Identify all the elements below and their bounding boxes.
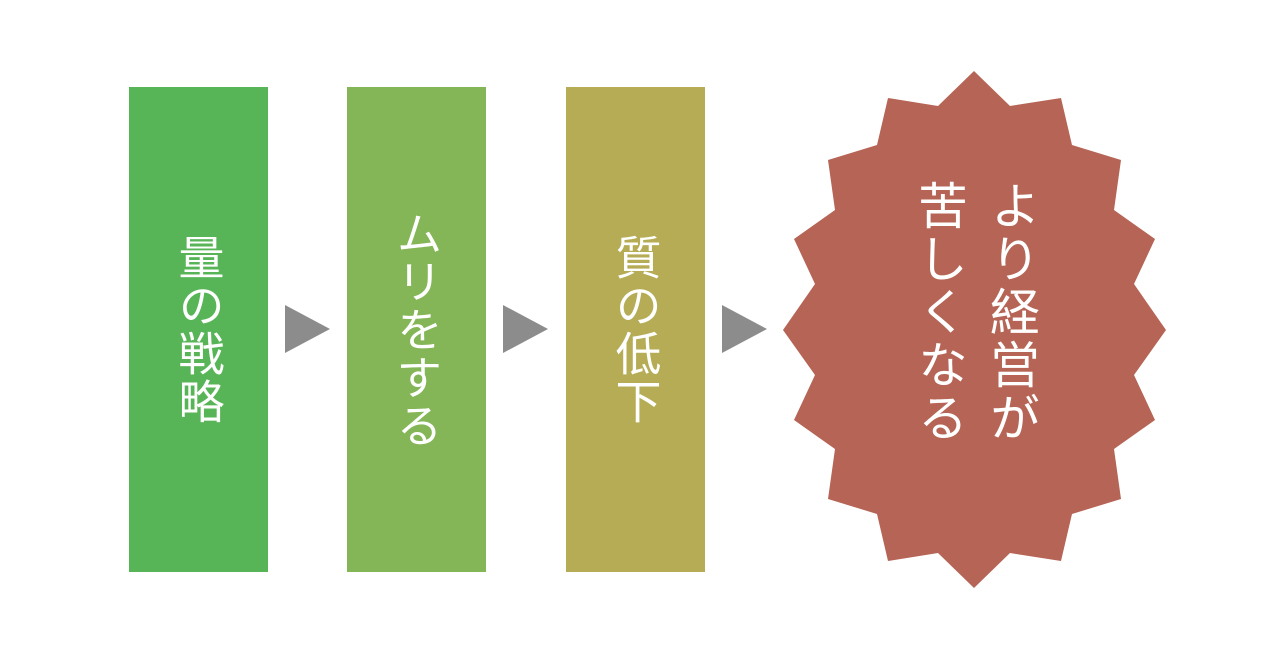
result-line-1: より経営が: [982, 180, 1040, 445]
step-label: 量の戦略: [171, 233, 226, 426]
arrow-icon: [722, 305, 767, 353]
step-label: ムリをする: [389, 209, 444, 450]
step-box-overwork: ムリをする: [347, 87, 486, 572]
result-text: より経営が 苦しくなる: [905, 180, 1045, 480]
arrow-icon: [285, 305, 330, 353]
result-line-2: 苦しくなる: [910, 180, 968, 445]
arrow-icon: [503, 305, 548, 353]
step-box-quantity-strategy: 量の戦略: [129, 87, 268, 572]
step-label: 質の低下: [608, 233, 663, 426]
step-box-quality-decline: 質の低下: [566, 87, 705, 572]
